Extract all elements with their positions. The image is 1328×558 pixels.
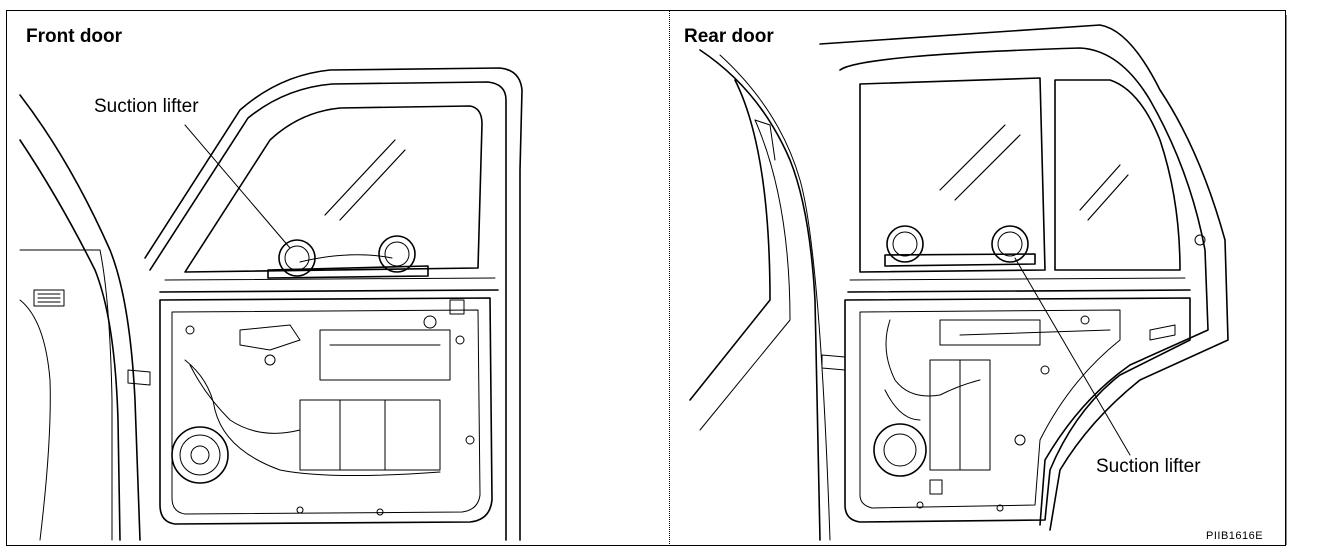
front-door-drawing [19, 67, 523, 541]
rear-door-drawing [689, 24, 1229, 541]
figure-frame [6, 10, 1287, 546]
front-suction-lifter-label: Suction lifter [94, 96, 199, 117]
panel-divider [669, 10, 670, 546]
front-door-title: Front door [26, 26, 123, 47]
rear-suction-lifter-label: Suction lifter [1096, 456, 1201, 477]
figure-code: PIIB1616E [1206, 530, 1264, 542]
rear-door-title: Rear door [684, 26, 774, 47]
